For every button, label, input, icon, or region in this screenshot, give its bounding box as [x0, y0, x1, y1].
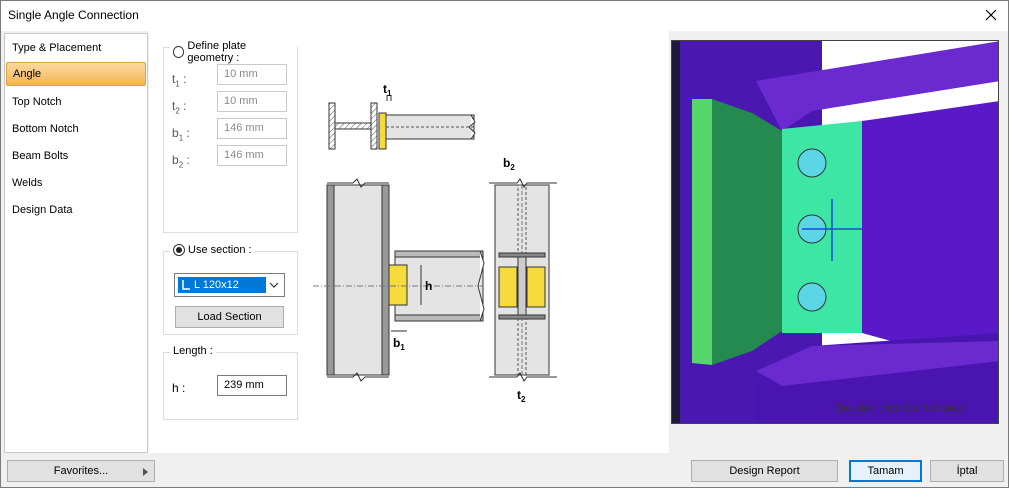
plate-geometry-radio[interactable]	[173, 46, 185, 58]
t1-dim-label: t1	[383, 82, 392, 98]
elevation-view	[313, 178, 485, 382]
close-button[interactable]	[978, 3, 1004, 27]
b1-dim-label: b1	[393, 336, 405, 352]
h-length-field[interactable]: 239 mm	[217, 375, 287, 396]
b2-dim-label: b2	[503, 156, 515, 172]
section-value: L 120x12	[194, 279, 239, 291]
title-bar: Single Angle Connection	[1, 1, 1008, 31]
close-icon	[985, 9, 997, 21]
end-view	[489, 178, 557, 382]
connection-3d-render	[672, 41, 998, 423]
plate-geometry-option[interactable]: Define plate geometry :	[170, 40, 297, 64]
b1-label: b1 :	[172, 126, 190, 143]
length-title: Length :	[170, 345, 216, 357]
ok-button[interactable]: Tamam	[849, 460, 922, 482]
plan-view	[328, 95, 476, 150]
use-section-radio[interactable]	[173, 244, 185, 256]
sidebar-item-beam-bolts[interactable]: Beam Bolts	[12, 150, 69, 162]
design-report-button[interactable]: Design Report	[691, 460, 838, 482]
t2-field[interactable]: 10 mm	[217, 91, 287, 112]
use-section-label: Use section :	[188, 244, 252, 256]
window-title: Single Angle Connection	[8, 8, 139, 22]
angle-section-icon	[182, 280, 190, 290]
sidebar-item-design-data[interactable]: Design Data	[12, 204, 73, 216]
sidebar-nav: Type & Placement Angle Top Notch Bottom …	[4, 33, 148, 453]
chevron-down-icon	[269, 282, 279, 288]
b1-field[interactable]: 146 mm	[217, 118, 287, 139]
sidebar-item-angle[interactable]: Angle	[6, 62, 146, 86]
b2-label: b2 :	[172, 153, 190, 170]
content-panel: Define plate geometry : t1 : 10 mm t2 : …	[149, 31, 669, 453]
preview-hint: Double click for full view	[837, 401, 966, 415]
footer-bar: Favorites... Design Report Tamam İptal	[1, 453, 1008, 487]
cancel-button[interactable]: İptal	[930, 460, 1004, 482]
plate-geometry-label: Define plate geometry :	[187, 40, 247, 64]
load-section-button[interactable]: Load Section	[175, 306, 284, 328]
model-preview[interactable]: Double click for full view	[671, 40, 999, 424]
section-selected: L 120x12	[178, 277, 266, 293]
favorites-button[interactable]: Favorites...	[7, 460, 155, 482]
h-label: h :	[172, 381, 186, 395]
h-dim-label: h	[425, 279, 432, 293]
length-group: Length : h : 239 mm	[163, 345, 298, 420]
t1-field[interactable]: 10 mm	[217, 64, 287, 85]
t2-label: t2 :	[172, 99, 187, 116]
use-section-option[interactable]: Use section :	[170, 244, 255, 256]
section-dropdown[interactable]: L 120x12	[174, 273, 285, 297]
chevron-right-icon	[143, 468, 148, 476]
use-section-group: Use section : L 120x12 Load Section	[163, 244, 298, 335]
sidebar-item-welds[interactable]: Welds	[12, 177, 43, 189]
t1-label: t1 :	[172, 72, 187, 89]
b2-field[interactable]: 146 mm	[217, 145, 287, 166]
t2-dim-label: t2	[517, 388, 526, 404]
sidebar-item-top-notch[interactable]: Top Notch	[12, 96, 62, 108]
favorites-label: Favorites...	[53, 465, 109, 477]
sidebar-item-type-placement[interactable]: Type & Placement	[12, 42, 102, 54]
connection-diagram: t1 h b1	[313, 82, 557, 404]
plate-geometry-group: Define plate geometry : t1 : 10 mm t2 : …	[163, 40, 298, 233]
sidebar-item-bottom-notch[interactable]: Bottom Notch	[12, 123, 79, 135]
